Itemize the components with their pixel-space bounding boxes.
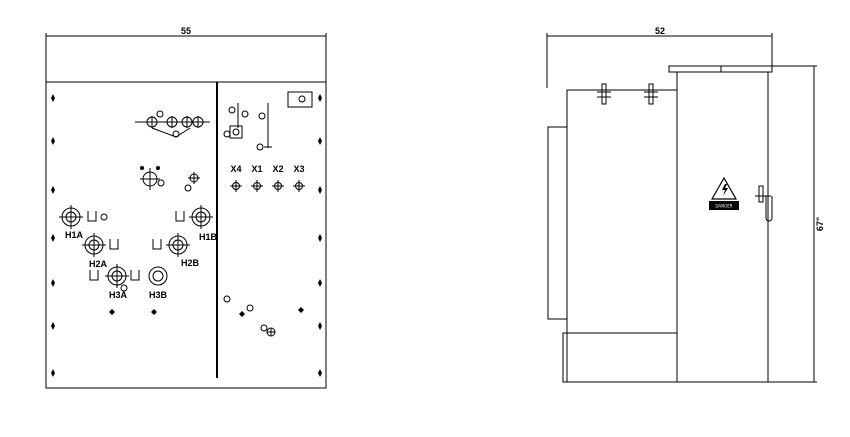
door-handle bbox=[755, 185, 773, 222]
warning-sign: DANGER bbox=[709, 176, 739, 210]
warning-sign-text: DANGER bbox=[715, 204, 732, 209]
bushing-h2a bbox=[82, 233, 119, 257]
selector-switch bbox=[140, 166, 200, 192]
front-width-dimension: 55 bbox=[181, 26, 191, 36]
lv-compartment bbox=[223, 91, 313, 337]
front-view: 55 bbox=[45, 26, 327, 389]
warning-label-plate bbox=[709, 201, 739, 210]
terminal-label-x1: X1 bbox=[251, 164, 262, 174]
side-height-dimension: 67" bbox=[815, 217, 825, 231]
front-cabinet bbox=[45, 81, 327, 389]
side-front-section bbox=[566, 89, 678, 383]
hv-bushings bbox=[59, 205, 213, 292]
terminal-label-x4: X4 bbox=[230, 164, 241, 174]
bushing-label-h2a: H2A bbox=[89, 259, 108, 269]
bushing-h1b bbox=[175, 205, 213, 229]
side-tank bbox=[676, 71, 769, 383]
side-hood bbox=[547, 126, 568, 320]
bushing-label-h1a: H1A bbox=[65, 230, 84, 240]
side-width-dimension: 52 bbox=[655, 26, 665, 36]
bushing-label-h3a: H3A bbox=[109, 290, 128, 300]
bushing-label-h1b: H1B bbox=[199, 232, 218, 242]
side-base-skid bbox=[562, 332, 678, 383]
front-labels: X4 X1 X2 X3 H1A H2A H3A H1B H2B H3B bbox=[65, 164, 305, 300]
bushing-h3a bbox=[89, 264, 140, 292]
side-view: 52 67" bbox=[546, 26, 825, 383]
hinge-markers bbox=[51, 94, 322, 377]
terminal-label-x2: X2 bbox=[272, 164, 283, 174]
bushing-h3b bbox=[148, 266, 168, 286]
bushing-h2b bbox=[152, 233, 190, 257]
tap-switch-assembly bbox=[135, 110, 210, 138]
bushing-h1a bbox=[59, 205, 108, 229]
bushing-label-h2b: H2B bbox=[181, 258, 200, 268]
lv-terminals bbox=[230, 180, 305, 192]
bushing-label-h3b: H3B bbox=[149, 290, 168, 300]
terminal-label-x3: X3 bbox=[293, 164, 304, 174]
